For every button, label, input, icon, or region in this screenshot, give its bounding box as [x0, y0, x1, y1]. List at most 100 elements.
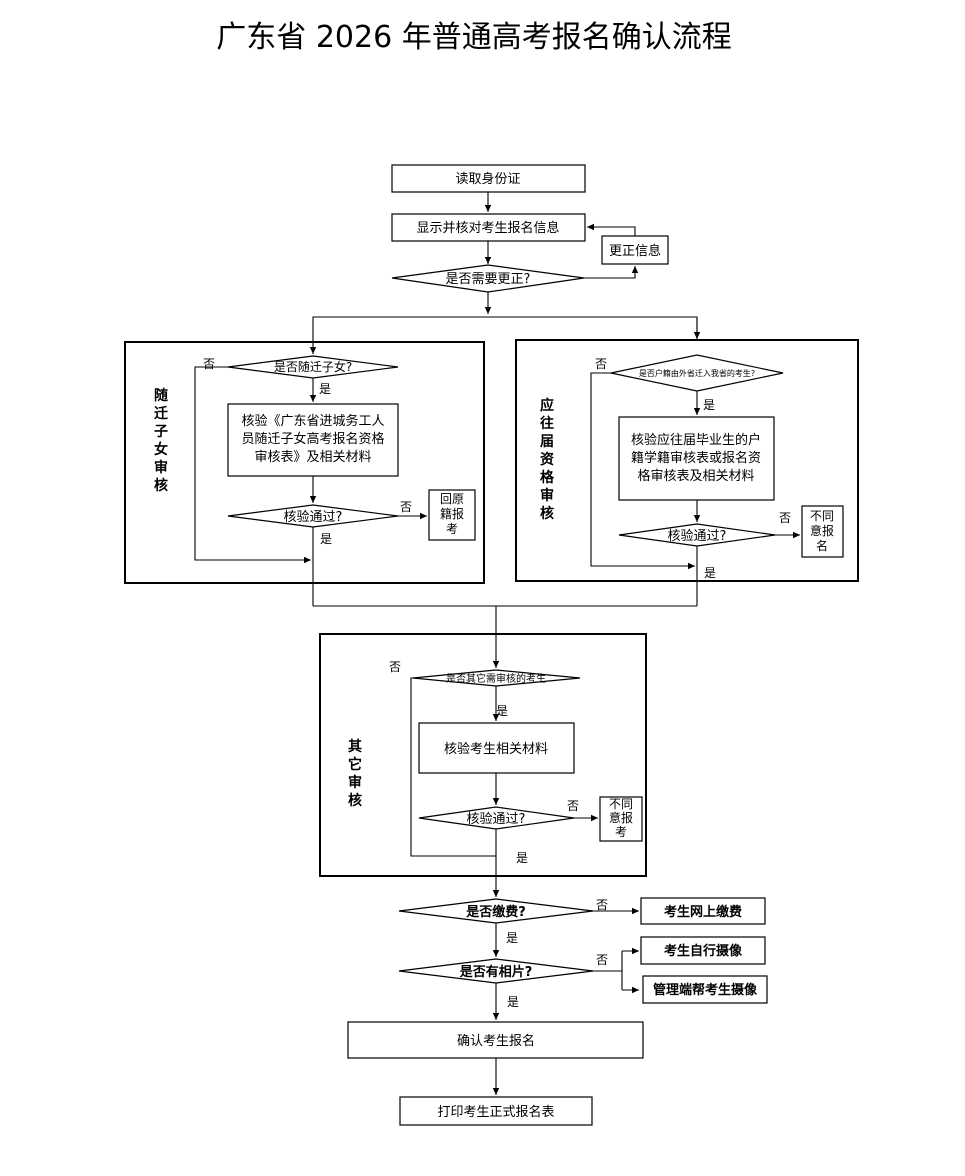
text-line: 子 — [154, 424, 168, 440]
self-photo-label: 考生自行摄像 — [664, 943, 743, 959]
yes-label: 是 — [703, 398, 715, 412]
yes-label: 是 — [496, 704, 508, 718]
other-question-label: 是否其它需审核的考生 — [446, 672, 546, 685]
connector — [590, 372, 695, 570]
other-section-frame — [319, 633, 647, 877]
yes-label: 是 — [320, 532, 332, 546]
online-pay-label: 考生网上缴费 — [664, 904, 742, 920]
no-label: 否 — [389, 660, 401, 674]
text-line: 女 — [154, 441, 168, 458]
other-review-box — [418, 722, 575, 774]
migrant-review-label: 核验《广东省进城务工人员随迁子女高考报名资格审核表》及相关材料 — [241, 413, 384, 465]
no-label: 否 — [567, 799, 579, 813]
no-label: 否 — [595, 357, 607, 371]
connector — [587, 223, 636, 236]
no-label: 否 — [779, 511, 791, 525]
text-line: 回原 — [440, 492, 464, 506]
connector — [584, 266, 639, 279]
text-line: 意报 — [810, 523, 834, 538]
text-line: 名 — [816, 538, 828, 553]
graduate-pass-label: 核验通过? — [668, 528, 727, 544]
other-review-label: 核验考生相关材料 — [444, 741, 548, 757]
text-line: 考 — [446, 522, 458, 536]
connector — [410, 677, 496, 857]
graduate-question-label: 是否户籍由外省迁入我省的考生? — [639, 368, 755, 378]
photo-question-label: 是否有相片? — [459, 964, 533, 980]
print-form-label: 打印考生正式报名表 — [437, 1104, 554, 1120]
correct-info-box — [601, 235, 669, 265]
text-line: 意报 — [609, 810, 633, 825]
self-photo-box — [640, 936, 766, 965]
text-line: 届 — [540, 434, 554, 450]
text-line: 核 — [348, 792, 362, 809]
graduate-reject-label: 不同意报名 — [810, 509, 834, 553]
yes-label: 是 — [319, 382, 331, 396]
text-line: 考 — [615, 825, 627, 839]
text-line: 审 — [540, 487, 554, 504]
migrant-reject-box — [428, 489, 476, 541]
show-info-label: 显示并核对考生报名信息 — [416, 220, 559, 236]
read-id-box — [391, 164, 586, 193]
migrant-question-diamond — [227, 355, 399, 379]
text-line: 籍报 — [440, 506, 464, 521]
migrant-pass-label: 核验通过? — [284, 509, 343, 525]
text-line: 应 — [540, 397, 554, 414]
confirm-box — [347, 1021, 644, 1059]
text-line: 格 — [540, 469, 555, 486]
text-line: 迁 — [154, 405, 168, 422]
migrant-review-box — [227, 403, 399, 477]
text-line: 资 — [540, 451, 554, 468]
other-section-label: 其它审核 — [348, 739, 362, 809]
correct-info-label: 更正信息 — [609, 243, 661, 259]
text-line: 不同 — [609, 797, 633, 811]
no-label: 否 — [596, 898, 608, 912]
migrant-question-label: 是否随迁子女? — [274, 359, 352, 374]
graduate-reject-box — [801, 505, 844, 558]
no-label: 否 — [400, 500, 412, 514]
graduate-review-box — [618, 416, 775, 501]
text-line: 随 — [154, 387, 168, 404]
text-line: 审核表》及相关材料 — [254, 450, 371, 465]
migrant-section-frame — [124, 341, 485, 584]
text-line: 核验《广东省进城务工人 — [241, 413, 384, 429]
text-line: 它 — [348, 756, 362, 773]
text-line: 核 — [540, 505, 554, 522]
split-connector — [312, 316, 698, 340]
show-info-box — [391, 213, 586, 242]
yes-label: 是 — [516, 851, 528, 865]
text-line: 员随迁子女高考报名资格 — [241, 431, 384, 447]
read-id-label: 读取身份证 — [455, 171, 520, 187]
admin-photo-label: 管理端帮考生摄像 — [653, 982, 758, 998]
text-line: 审 — [348, 774, 362, 791]
online-pay-box — [640, 897, 766, 925]
other-pass-label: 核验通过? — [467, 811, 526, 827]
other-reject-box — [599, 796, 643, 842]
yes-label: 是 — [506, 931, 518, 945]
graduate-section-label: 应往届资格审核 — [540, 397, 555, 522]
graduate-section-frame — [515, 339, 859, 582]
other-question-diamond — [412, 669, 581, 687]
no-label: 否 — [596, 953, 608, 967]
text-line: 核 — [154, 477, 168, 494]
text-line: 审 — [154, 459, 168, 476]
need-correct-label: 是否需要更正? — [446, 272, 531, 287]
confirm-label: 确认考生报名 — [457, 1033, 535, 1049]
migrant-reject-label: 回原籍报考 — [440, 492, 464, 536]
admin-photo-box — [642, 975, 768, 1004]
connector — [194, 366, 311, 564]
graduate-review-label: 核验应往届毕业生的户籍学籍审核表或报名资格审核表及相关材料 — [631, 432, 761, 484]
graduate-question-diamond — [610, 354, 784, 392]
page-title: 广东省 2026 年普通高考报名确认流程 — [216, 20, 731, 55]
text-line: 其 — [348, 739, 362, 755]
payment-question-label: 是否缴费? — [465, 904, 526, 920]
print-form-box — [399, 1096, 593, 1126]
yes-label: 是 — [507, 995, 519, 1009]
other-reject-label: 不同意报考 — [609, 797, 633, 839]
text-line: 往 — [540, 415, 554, 432]
text-line: 格审核表及相关材料 — [637, 468, 754, 484]
text-line: 籍学籍审核表或报名资 — [631, 450, 761, 466]
text-line: 不同 — [810, 509, 834, 523]
text-line: 核验应往届毕业生的户 — [631, 432, 761, 448]
no-label: 否 — [203, 357, 215, 371]
